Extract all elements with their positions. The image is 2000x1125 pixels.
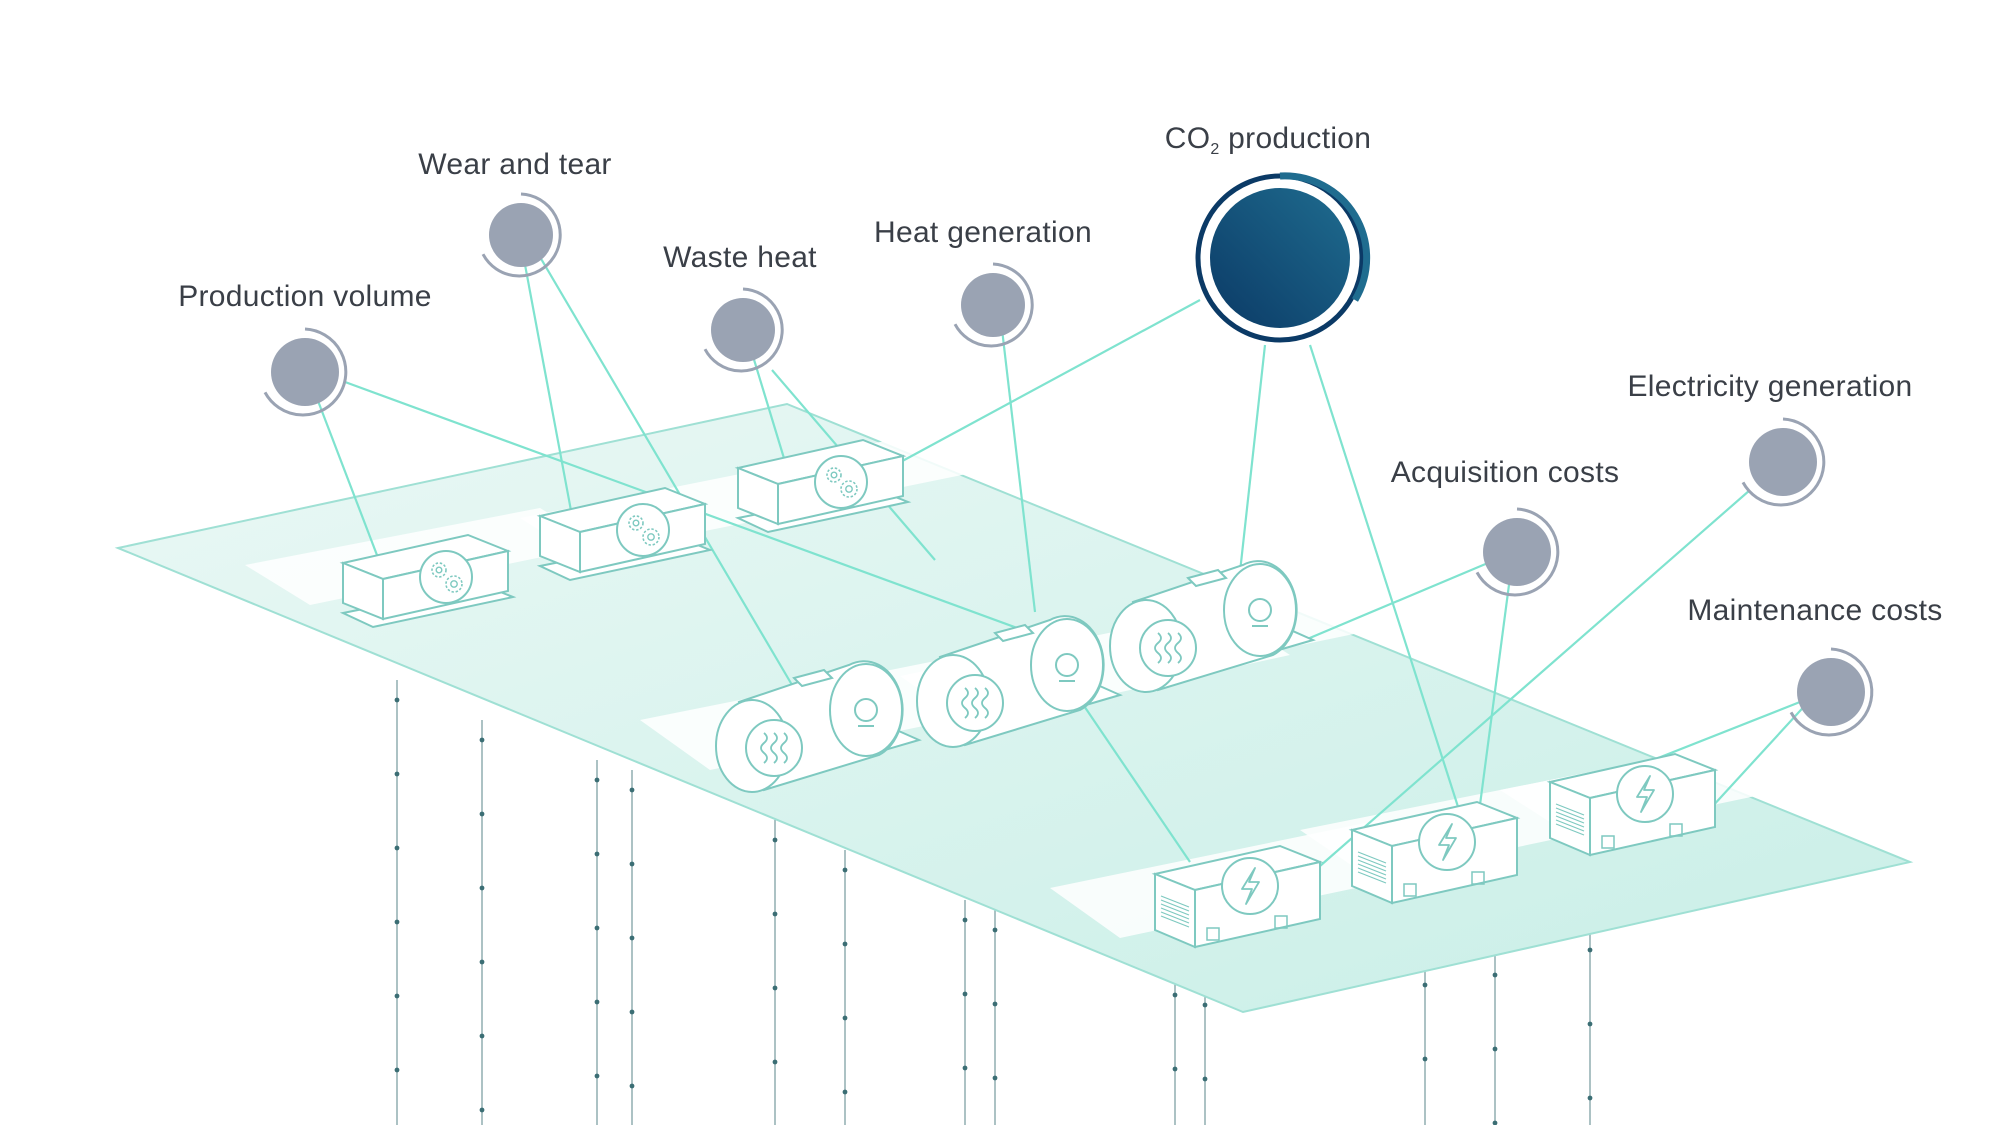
connection-line <box>308 379 387 577</box>
co2-circle <box>1210 188 1350 328</box>
gear-unit <box>339 533 517 629</box>
kpi-circle <box>711 298 775 362</box>
connection-line <box>1308 344 1462 814</box>
gear-unit <box>734 438 912 534</box>
boiler-front <box>1030 618 1104 712</box>
label-wear-and-tear: Wear and tear <box>418 148 612 181</box>
kpi-node-co2-production <box>1195 172 1371 343</box>
kpi-node-electricity-generation <box>1741 417 1826 507</box>
kpi-circle <box>489 203 553 267</box>
connection-line <box>1699 699 1811 821</box>
label-production-volume: Production volume <box>178 280 432 313</box>
kpi-circle <box>1749 428 1817 496</box>
label-maintenance-costs: Maintenance costs <box>1687 594 1943 627</box>
kpi-node-maintenance-costs <box>1789 647 1874 737</box>
kpi-node-production-volume <box>263 327 348 417</box>
machines <box>339 438 1719 949</box>
progress-ring <box>1475 507 1560 597</box>
kpi-circle <box>1483 518 1551 586</box>
kpi-circle <box>961 273 1025 337</box>
gear-icon <box>814 455 868 509</box>
boiler-front <box>829 663 903 757</box>
heat-waves-icon <box>946 674 1004 732</box>
connection-line <box>518 237 577 533</box>
vertical-drop-lines <box>394 680 1593 1125</box>
co2-prefix: CO <box>1164 122 1211 155</box>
lightning-icon <box>1221 857 1279 915</box>
lightning-icon <box>1616 765 1674 823</box>
drop-line <box>1422 965 1428 1125</box>
drop-line <box>772 820 778 1125</box>
kpi-node-waste-heat <box>703 287 784 373</box>
label-waste-heat: Waste heat <box>663 241 817 274</box>
drop-line <box>1172 975 1178 1125</box>
drop-line <box>1202 985 1208 1125</box>
gear-icon <box>616 503 670 557</box>
drop-line <box>1587 930 1593 1125</box>
connection-line <box>998 311 1037 613</box>
connection-line <box>1304 558 1496 642</box>
gear-unit <box>536 486 714 582</box>
drop-line <box>842 850 848 1125</box>
co2-suffix: production <box>1219 122 1372 155</box>
progress-ring <box>1789 647 1874 737</box>
drop-line <box>594 760 600 1125</box>
connection-line <box>1319 489 1751 867</box>
progress-ring <box>481 192 562 278</box>
connection-line <box>1476 561 1514 821</box>
lightning-icon <box>1418 813 1476 871</box>
label-electricity-generation: Electricity generation <box>1627 370 1913 403</box>
kpi-node-acquisition-costs <box>1475 507 1560 597</box>
drop-line <box>962 900 968 1125</box>
boiler-unit <box>1109 560 1316 693</box>
heat-waves-icon <box>1139 619 1197 677</box>
drop-line <box>992 910 998 1125</box>
drop-line <box>479 720 485 1125</box>
progress-ring <box>263 327 348 417</box>
co2-subscript: 2 <box>1210 141 1220 158</box>
progress-ring <box>953 262 1034 348</box>
connection-line <box>1079 699 1191 863</box>
generator-unit <box>1546 752 1719 857</box>
boiler-unit <box>916 615 1123 748</box>
progress-ring <box>1741 417 1826 507</box>
heat-waves-icon <box>745 719 803 777</box>
kpi-circle <box>1797 658 1865 726</box>
generator-unit <box>1151 844 1324 949</box>
label-acquisition-costs: Acquisition costs <box>1390 456 1620 489</box>
label-co2-production: CO2 production <box>1165 122 1372 159</box>
drop-line <box>394 680 400 1125</box>
connection-line <box>894 299 1201 466</box>
gear-icon <box>419 550 473 604</box>
boiler-unit <box>715 660 922 793</box>
drop-line <box>1492 955 1498 1125</box>
drop-line <box>629 770 635 1125</box>
co2-progress-arc <box>1279 172 1371 302</box>
progress-ring <box>703 287 784 373</box>
connection-line <box>529 239 796 691</box>
boiler-front <box>1223 563 1297 657</box>
kpi-node-wear-and-tear <box>481 192 562 278</box>
label-heat-generation: Heat generation <box>874 216 1092 249</box>
kpi-node-heat-generation <box>953 262 1034 348</box>
generator-unit <box>1348 800 1521 905</box>
kpi-circle <box>271 338 339 406</box>
kpi-nodes <box>263 172 1874 737</box>
connection-line <box>1238 344 1267 573</box>
